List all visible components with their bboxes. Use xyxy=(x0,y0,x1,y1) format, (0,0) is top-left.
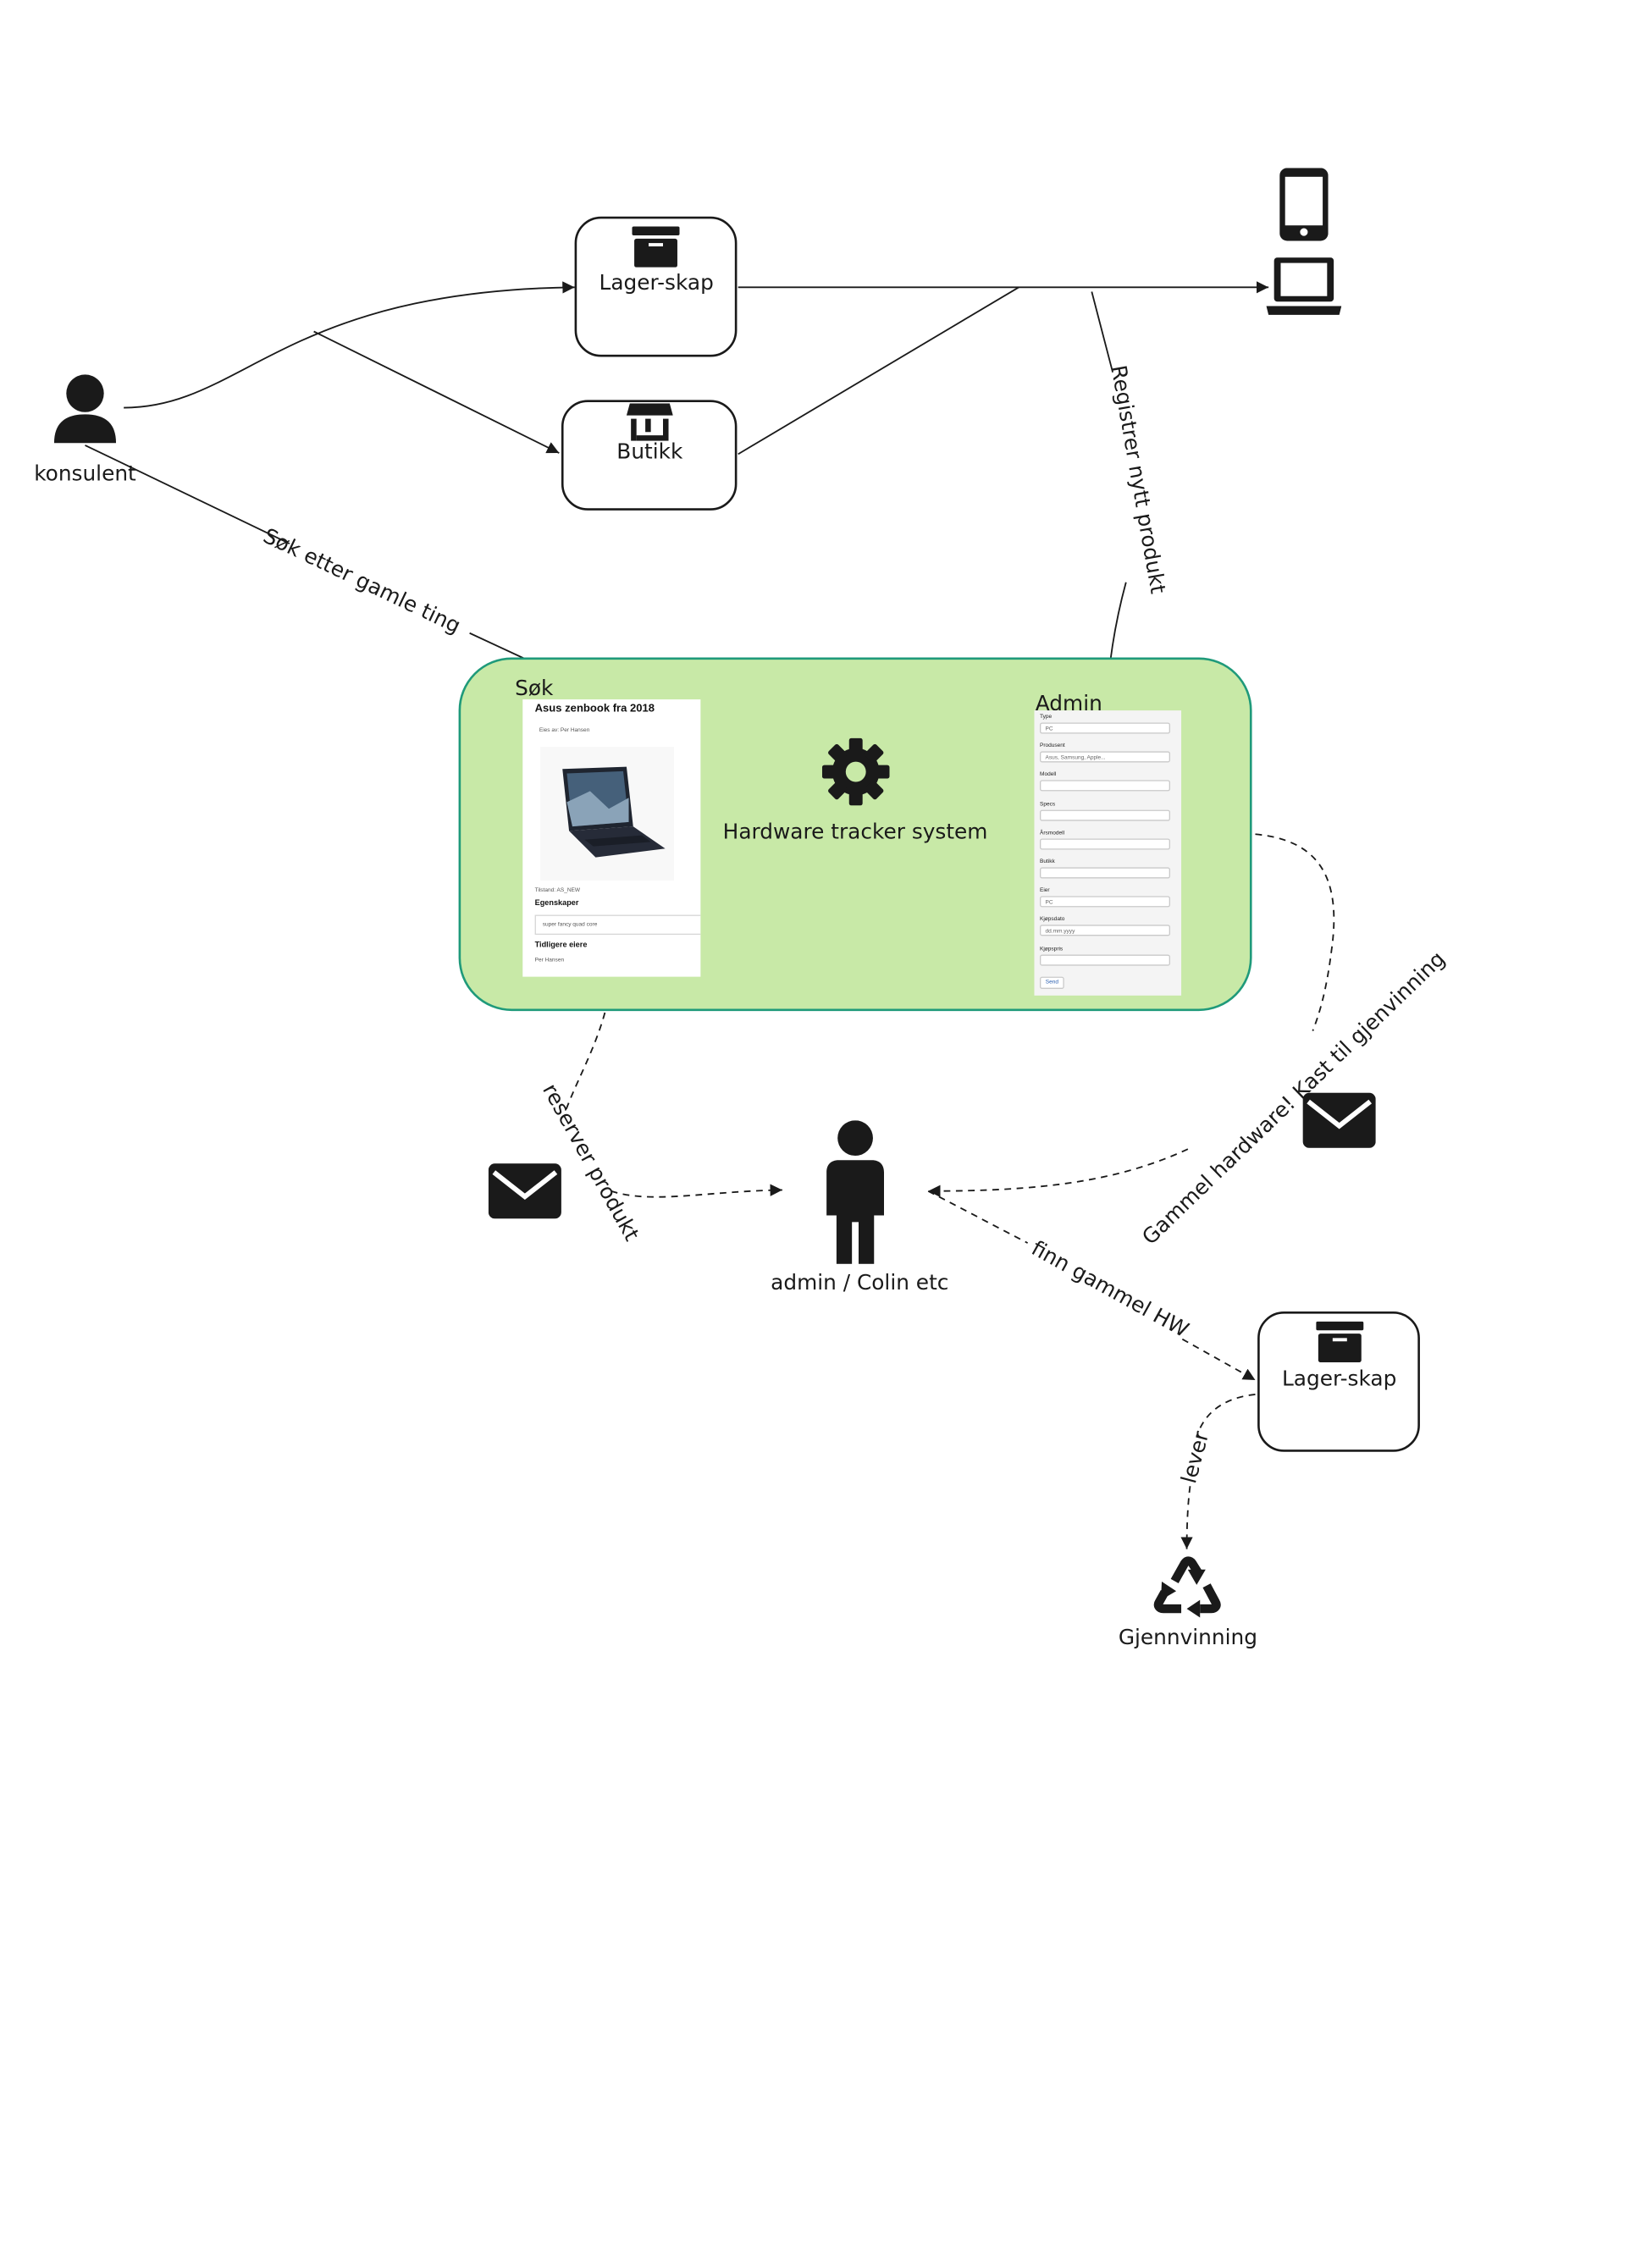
mail-icon xyxy=(488,1163,561,1219)
admin-person-label: admin / Colin etc xyxy=(771,1270,949,1295)
edge-finn-b xyxy=(1181,1338,1256,1381)
search-screenshot: Asus zenbook fra 2018 Eies av: Per Hanse… xyxy=(522,699,701,977)
form-input[interactable]: Asus, Samsung, Apple... xyxy=(1040,751,1170,763)
previous-owner: Per Hansen xyxy=(534,957,565,964)
store-icon xyxy=(626,403,673,441)
connectors xyxy=(85,281,1335,1549)
edge-finn-a xyxy=(927,1190,1029,1244)
product-image xyxy=(540,747,675,881)
features-box: super fancy quad core xyxy=(534,914,701,936)
form-label: Specs xyxy=(1040,800,1056,808)
edge-gammel-b xyxy=(928,1148,1189,1197)
form-input[interactable] xyxy=(1040,838,1170,850)
product-title: Asus zenbook fra 2018 xyxy=(534,702,655,715)
previous-owners-heading: Tidligere eiere xyxy=(534,941,588,949)
edge-konsulent-butikk xyxy=(313,330,560,454)
gjenvinning-label: Gjennvinning xyxy=(1118,1625,1257,1650)
archive-box-icon xyxy=(632,226,680,268)
lager-skap-node[interactable] xyxy=(574,216,738,357)
form-input[interactable]: PC xyxy=(1040,896,1170,908)
recycle-icon xyxy=(1153,1556,1221,1618)
mail-icon xyxy=(1302,1092,1376,1148)
edge-konsulent-lager xyxy=(124,281,575,409)
person-icon xyxy=(53,374,117,444)
form-input[interactable]: PC xyxy=(1040,722,1170,734)
form-label: Kjøpspris xyxy=(1040,945,1064,953)
laptop-icon xyxy=(1266,257,1342,315)
system-label: Hardware tracker system xyxy=(722,820,988,845)
edge-sok-a xyxy=(85,445,290,544)
edge-lever-a xyxy=(1196,1394,1256,1437)
form-label: Modell xyxy=(1040,771,1057,779)
product-condition: Tilstand: AS_NEW xyxy=(534,886,581,894)
edge-reserver-b xyxy=(611,1184,782,1198)
lager-skap-label: Lager-skap xyxy=(599,270,714,295)
form-label: Årsmodell xyxy=(1040,829,1065,837)
phone-icon xyxy=(1279,168,1329,241)
product-owner: Eies av: Per Hansen xyxy=(539,726,590,734)
konsulent-label: konsulent xyxy=(34,461,136,487)
send-button[interactable]: Send xyxy=(1040,976,1064,989)
form-input[interactable] xyxy=(1040,780,1170,792)
form-label: Produsent xyxy=(1040,743,1065,750)
edge-gammel-a xyxy=(1255,833,1335,1031)
gear-icon xyxy=(821,737,890,806)
archive-box-icon xyxy=(1316,1321,1364,1363)
butikk-node[interactable] xyxy=(561,400,738,511)
form-label: Eier xyxy=(1040,887,1050,894)
laptop-photo xyxy=(562,766,666,858)
admin-person-icon xyxy=(826,1120,884,1264)
form-input[interactable]: dd.mm.yyyy xyxy=(1040,925,1170,936)
edge-registrer-a xyxy=(1091,291,1114,373)
form-label: Kjøpsdato xyxy=(1040,916,1065,924)
edge-butikk-devices xyxy=(738,286,1019,456)
form-label: Butikk xyxy=(1040,858,1055,865)
form-input[interactable] xyxy=(1040,953,1170,966)
form-input[interactable] xyxy=(1040,809,1170,821)
form-input[interactable] xyxy=(1040,867,1170,879)
lager-skap-bottom-label: Lager-skap xyxy=(1281,1367,1397,1391)
edge-lever-b xyxy=(1180,1486,1193,1549)
sok-label: Søk xyxy=(515,676,554,701)
features-heading: Egenskaper xyxy=(534,899,579,908)
form-label: Type xyxy=(1040,714,1053,721)
butikk-label: Butikk xyxy=(616,439,683,465)
features-value: super fancy quad core xyxy=(542,921,598,929)
